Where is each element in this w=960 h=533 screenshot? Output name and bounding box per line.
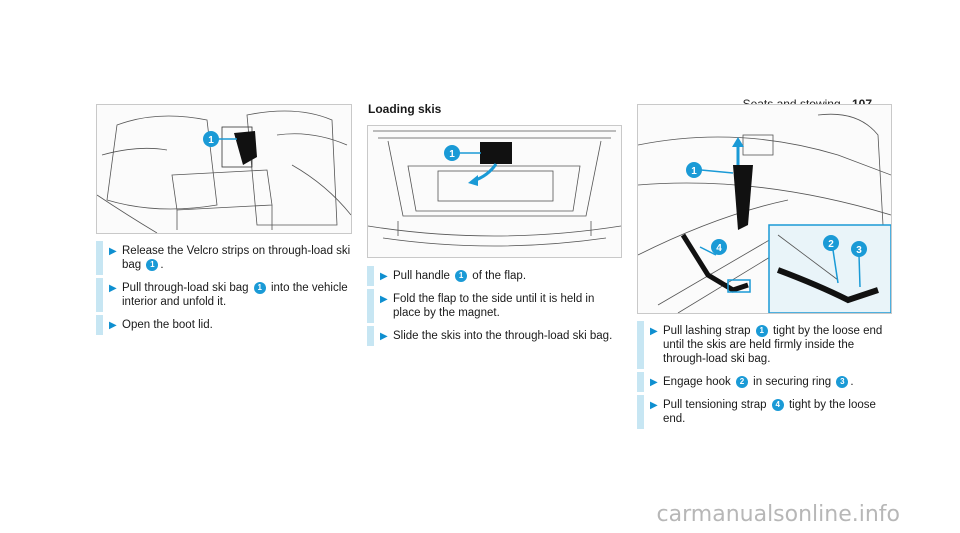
step-text: tight by the loose end. <box>663 399 876 425</box>
straps-illustration: 1 4 2 3 <box>638 113 891 313</box>
instruction-step: ▶ Pull handle 1 of the flap. <box>367 266 623 286</box>
instruction-step: ▶ Engage hook 2 in securing ring 3. <box>637 372 892 392</box>
figure-boot-flap: 1 <box>367 125 622 258</box>
callout-1-marker <box>686 162 702 178</box>
instruction-step: ▶ Fold the flap to the side until it is … <box>367 289 623 323</box>
step-text: tight by the loose end until the skis ar… <box>663 325 883 365</box>
right-instructions: ▶ Pull lashing strap 1 tight by the loos… <box>637 321 892 435</box>
step-bar <box>637 372 644 392</box>
instruction-step: ▶ Pull lashing strap 1 tight by the loos… <box>637 321 892 369</box>
step-bar <box>367 289 374 323</box>
callout-1-marker <box>444 145 460 161</box>
instruction-step: ▶ Pull through-load ski bag 1 into the v… <box>96 278 352 312</box>
callout-badge: 1 <box>253 282 266 294</box>
step-arrow-icon: ▶ <box>650 377 658 388</box>
figure-ski-straps: 1 4 2 3 <box>637 104 892 314</box>
instruction-step: ▶ Open the boot lid. <box>96 315 352 335</box>
callout-badge: 1 <box>455 270 468 282</box>
callout-4-label: 4 <box>716 243 722 254</box>
step-text: Fold the flap to the side until it is he… <box>393 293 595 319</box>
callout-badge: 4 <box>771 399 784 411</box>
step-arrow-icon: ▶ <box>380 294 388 305</box>
section-title: Loading skis <box>368 102 442 116</box>
callout-2-marker <box>823 235 839 251</box>
step-text: Pull through-load ski bag <box>122 282 252 294</box>
step-text: . <box>850 376 854 388</box>
step-text: Release the Velcro strips on through-loa… <box>122 245 351 271</box>
step-text: Pull handle <box>393 270 454 282</box>
callout-badge: 1 <box>755 325 768 337</box>
callout-1-label: 1 <box>449 149 455 160</box>
callout-3-marker <box>851 241 867 257</box>
step-arrow-icon: ▶ <box>380 271 388 282</box>
step-text: in securing ring <box>749 376 835 388</box>
left-instructions: ▶ Release the Velcro strips on through-l… <box>96 241 352 341</box>
step-arrow-icon: ▶ <box>109 320 117 331</box>
callout-1-label: 1 <box>691 166 697 177</box>
callout-3-label: 3 <box>856 245 862 256</box>
step-bar <box>367 326 374 346</box>
step-text: Pull tensioning strap <box>663 399 770 411</box>
step-text: Engage hook <box>663 376 734 388</box>
step-arrow-icon: ▶ <box>109 246 117 257</box>
watermark: carmanualsonline.info <box>656 502 900 527</box>
step-arrow-icon: ▶ <box>109 283 117 294</box>
step-text: . <box>160 259 164 271</box>
callout-badge: 1 <box>146 259 159 271</box>
callout-1-marker <box>203 131 219 147</box>
callout-1-label: 1 <box>208 135 214 146</box>
step-text: Slide the skis into the through-load ski… <box>393 330 613 342</box>
instruction-step: ▶ Slide the skis into the through-load s… <box>367 326 623 346</box>
step-text: Pull lashing strap <box>663 325 754 337</box>
callout-badge: 2 <box>735 376 748 388</box>
boot-illustration: 1 <box>368 130 621 247</box>
instruction-step: ▶ Pull tensioning strap 4 tight by the l… <box>637 395 892 429</box>
step-text: of the flap. <box>469 270 527 282</box>
step-arrow-icon: ▶ <box>380 331 388 342</box>
instruction-step: ▶ Release the Velcro strips on through-l… <box>96 241 352 275</box>
step-bar <box>96 241 103 275</box>
figure-ski-bag-interior: 1 <box>96 104 352 234</box>
step-bar <box>637 321 644 369</box>
step-bar <box>637 395 644 429</box>
step-bar <box>96 315 103 335</box>
callout-2-label: 2 <box>828 239 834 250</box>
step-text: Open the boot lid. <box>122 319 213 331</box>
step-bar <box>367 266 374 286</box>
middle-instructions: ▶ Pull handle 1 of the flap. ▶ Fold the … <box>367 266 623 352</box>
callout-4-marker <box>711 239 727 255</box>
step-text: into the vehicle interior and unfold it. <box>122 282 348 308</box>
callout-badge: 3 <box>836 376 849 388</box>
step-arrow-icon: ▶ <box>650 400 658 411</box>
step-arrow-icon: ▶ <box>650 326 658 337</box>
step-bar <box>96 278 103 312</box>
interior-illustration: 1 <box>97 110 351 233</box>
